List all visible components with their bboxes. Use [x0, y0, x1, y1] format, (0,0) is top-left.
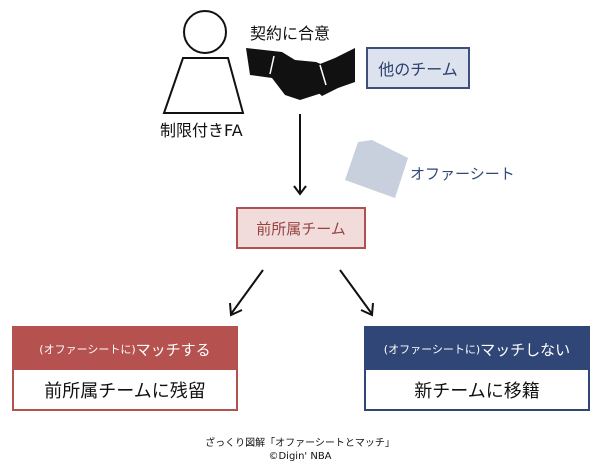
handshake-icon	[246, 48, 355, 100]
arrow-down-right-icon	[339, 269, 374, 317]
outcome-no-match-result: 新チームに移籍	[366, 370, 588, 409]
arrow-down-left-icon	[229, 269, 264, 317]
outcome-no-match-header: (オファーシートに)マッチしない	[366, 328, 588, 370]
condition-label: マッチしない	[480, 340, 571, 359]
arrow-down-icon	[293, 114, 307, 196]
previous-team-label: 前所属チーム	[256, 219, 346, 238]
previous-team-box: 前所属チーム	[236, 207, 366, 249]
other-team-label: 他のチーム	[378, 60, 458, 79]
contract-agreement-label: 契約に合意	[250, 24, 331, 43]
condition-prefix: (オファーシートに)	[39, 343, 136, 356]
condition-label: マッチする	[135, 340, 211, 359]
outcome-match-box: (オファーシートに)マッチする 前所属チームに残留	[12, 326, 238, 411]
other-team-box: 他のチーム	[366, 47, 470, 89]
outcome-match-header: (オファーシートに)マッチする	[14, 328, 236, 370]
person-icon	[162, 10, 245, 114]
offer-sheet-paper-icon	[345, 140, 408, 198]
offer-sheet-label: オファーシート	[410, 165, 515, 183]
outcome-match-result: 前所属チームに残留	[14, 370, 236, 409]
condition-prefix: (オファーシートに)	[383, 343, 481, 356]
outcome-no-match-box: (オファーシートに)マッチしない 新チームに移籍	[364, 326, 590, 411]
caption-title: ざっくり図解「オファーシートとマッチ」	[205, 438, 395, 449]
caption-credit: ©Digin' NBA	[268, 451, 332, 462]
restricted-fa-label: 制限付きFA	[160, 121, 243, 140]
